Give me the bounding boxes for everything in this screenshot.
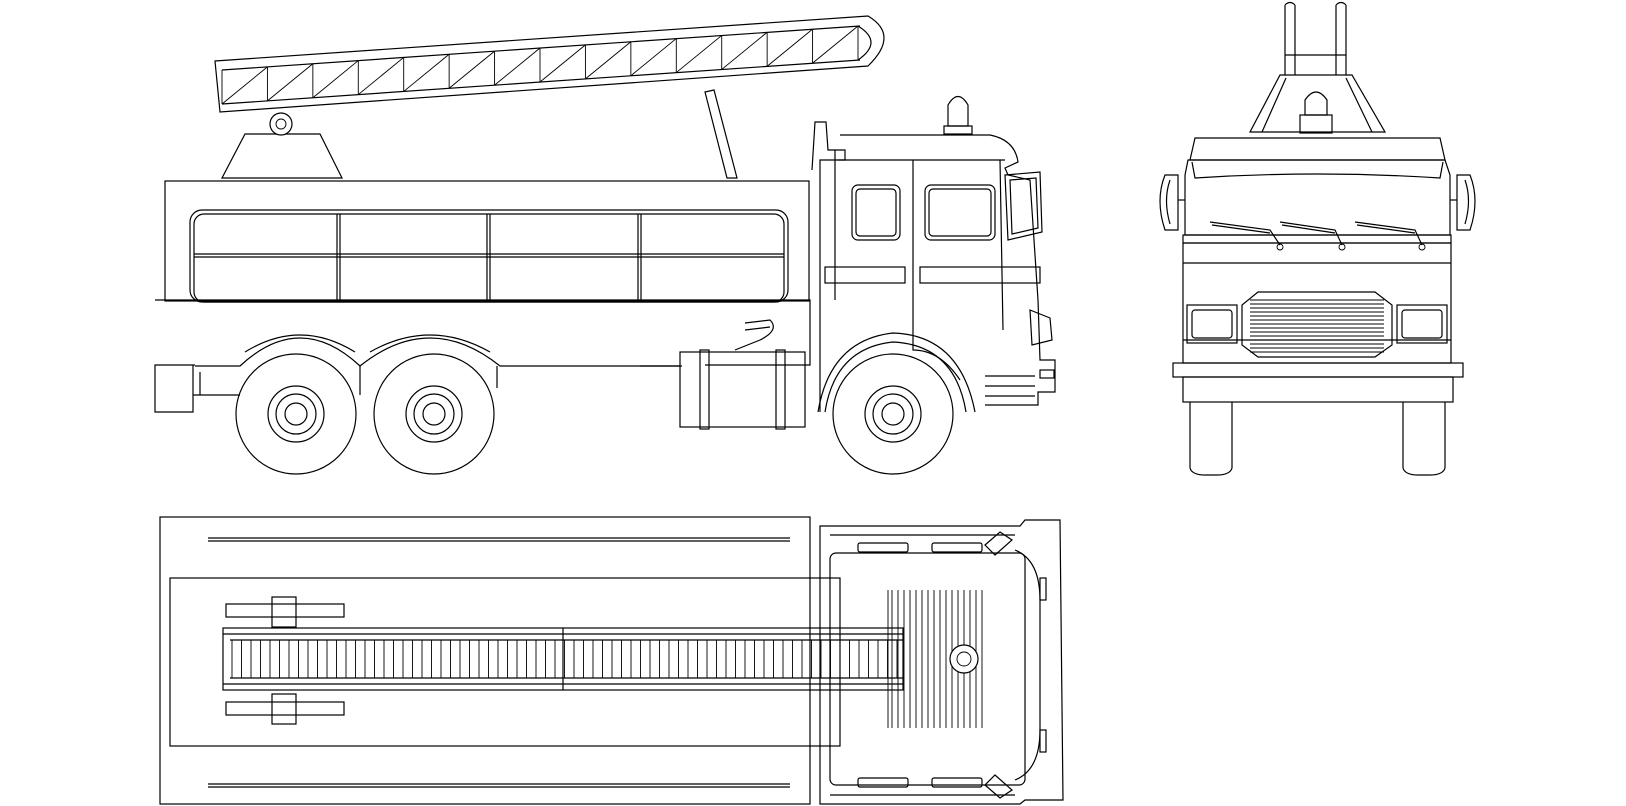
ladder-top (222, 627, 904, 691)
top-view (159, 516, 1064, 805)
headlight-right (1396, 304, 1448, 344)
front-wheel (817, 332, 976, 475)
beacon-light-side (943, 95, 973, 135)
cab-front (1159, 137, 1476, 403)
ladder-front (1249, 1, 1387, 133)
cab-side (811, 121, 1056, 412)
rear-wheel-1 (235, 353, 357, 475)
truck-body-side (154, 180, 811, 413)
cab-top (819, 519, 1064, 805)
ladder-mount-top (225, 596, 345, 725)
side-view (154, 15, 1056, 475)
fuel-tank (679, 319, 806, 430)
wipers (1209, 221, 1426, 251)
front-wheels (1189, 402, 1446, 476)
headlight-left (1186, 304, 1238, 344)
body-top (159, 516, 841, 805)
grille (1241, 291, 1393, 358)
chassis-side (195, 334, 682, 395)
front-view (1159, 1, 1476, 476)
beacon-light-front (1299, 91, 1333, 134)
rear-wheel-2 (373, 353, 495, 475)
ladder-support-rear (221, 112, 343, 179)
ladder-side (214, 15, 885, 113)
ladder-support-front (704, 89, 738, 179)
